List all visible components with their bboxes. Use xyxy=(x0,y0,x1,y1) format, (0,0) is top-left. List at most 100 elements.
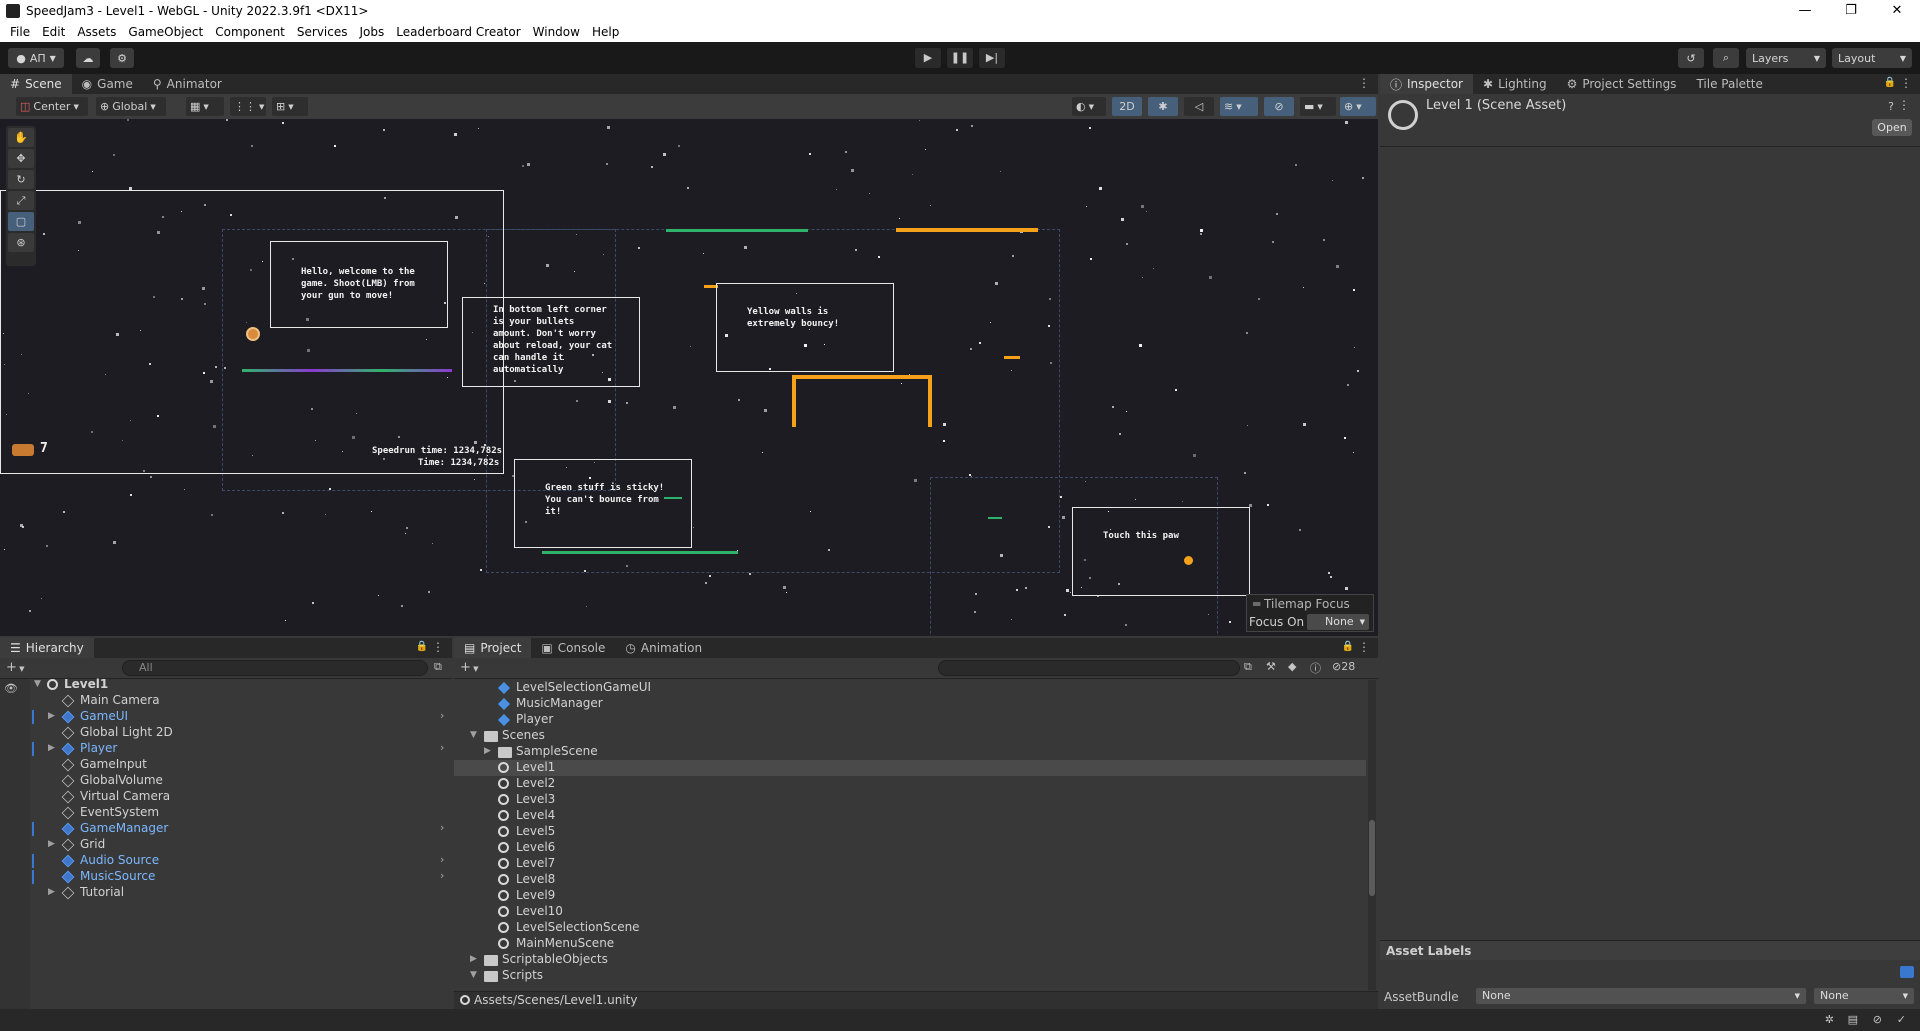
tab-tile-palette[interactable]: Tile Palette xyxy=(1686,74,1772,94)
menu-file[interactable]: File xyxy=(10,25,31,39)
hierarchy-item[interactable]: Virtual Camera xyxy=(0,789,450,805)
hierarchy-search-input[interactable]: All xyxy=(122,660,428,676)
tab-animation[interactable]: ◷Animation xyxy=(615,638,712,658)
open-button[interactable]: Open xyxy=(1872,119,1912,136)
cloud-button[interactable]: ☁ xyxy=(76,48,100,68)
hierarchy-item[interactable]: Main Camera xyxy=(0,693,450,709)
lock-icon[interactable]: 🔒 xyxy=(1341,641,1354,652)
layout-dropdown[interactable]: Layout ▼ xyxy=(1832,48,1912,68)
grid-snap-button[interactable]: ▦▼ xyxy=(186,97,224,116)
assetbundle-dropdown[interactable]: None ▼ xyxy=(1476,988,1806,1004)
warning-icon[interactable]: ⓘ xyxy=(1310,662,1321,675)
step-button[interactable]: ▶| xyxy=(979,48,1005,68)
history-button[interactable]: ↺ xyxy=(1678,48,1704,68)
project-item[interactable]: LevelSelectionScene xyxy=(454,920,1366,936)
eye-icon[interactable]: 👁 xyxy=(4,682,18,695)
pause-button[interactable]: ❚❚ xyxy=(947,48,973,68)
scale-tool[interactable]: ⤢ xyxy=(8,191,34,210)
scrollbar-thumb[interactable] xyxy=(1369,820,1375,896)
menu-component[interactable]: Component xyxy=(215,25,285,39)
audio-toggle[interactable]: ◁ xyxy=(1184,97,1214,116)
rect-tool[interactable]: ▢ xyxy=(8,212,34,231)
menu-gameobject[interactable]: GameObject xyxy=(128,25,204,39)
tab-lighting[interactable]: ✱Lighting xyxy=(1473,74,1557,94)
chevron-right-icon[interactable]: › xyxy=(440,853,445,866)
hierarchy-item[interactable]: ▶›GameUI xyxy=(0,709,450,725)
bug-icon[interactable]: ✲ xyxy=(1824,1013,1834,1026)
project-item[interactable]: MainMenuScene xyxy=(454,936,1366,952)
project-item[interactable]: Level7 xyxy=(454,856,1366,872)
more-options-icon[interactable]: ⋮ xyxy=(1358,76,1370,90)
move-tool[interactable]: ✥ xyxy=(8,149,34,168)
hierarchy-item[interactable]: ›GameManager xyxy=(0,821,450,837)
label-tag-icon[interactable] xyxy=(1900,966,1914,978)
tab-animator[interactable]: ⚲Animator xyxy=(143,74,232,94)
play-button[interactable]: ▶ xyxy=(915,48,941,68)
space-dropdown[interactable]: ⊕Global▼ xyxy=(96,97,166,116)
hierarchy-item[interactable]: ▶Grid xyxy=(0,837,450,853)
expand-arrow-icon[interactable]: ▶ xyxy=(48,743,55,753)
search-button[interactable]: ⌕ xyxy=(1713,48,1739,68)
grid-visibility-button[interactable]: ⋮⋮▼ xyxy=(230,97,266,116)
project-item[interactable]: Level9 xyxy=(454,888,1366,904)
lock-icon[interactable]: 🔒 xyxy=(1883,77,1896,88)
expand-arrow-icon[interactable]: ▼ xyxy=(470,970,477,980)
effects-toggle[interactable]: ≋▼ xyxy=(1220,97,1258,116)
expand-arrow-icon[interactable]: ▶ xyxy=(48,711,55,721)
increment-snap-button[interactable]: ⊞▼ xyxy=(272,97,308,116)
chevron-right-icon[interactable]: › xyxy=(440,741,445,754)
tab-console[interactable]: ▣Console xyxy=(531,638,615,658)
collab-button[interactable]: ⚙ xyxy=(110,48,134,68)
label-filter-icon[interactable]: ◆ xyxy=(1288,660,1297,673)
hierarchy-item[interactable]: ▶›Player xyxy=(0,741,450,757)
gizmos-button[interactable]: ⊕▼ xyxy=(1340,97,1376,116)
menu-window[interactable]: Window xyxy=(532,25,580,39)
tab-project-settings[interactable]: ⚙Project Settings xyxy=(1557,74,1687,94)
tab-game[interactable]: ◉Game xyxy=(72,74,143,94)
expand-arrow-icon[interactable]: ▶ xyxy=(470,954,477,964)
expand-arrow-icon[interactable]: ▶ xyxy=(48,887,55,897)
hierarchy-item[interactable]: ›Audio Source xyxy=(0,853,450,869)
hierarchy-item[interactable]: GameInput xyxy=(0,757,450,773)
assetbundle-variant-dropdown[interactable]: None ▼ xyxy=(1814,988,1914,1004)
check-icon[interactable]: ✓ xyxy=(1896,1013,1906,1026)
tab-project[interactable]: ▤Project xyxy=(454,638,532,658)
lighting-toggle[interactable]: ✱ xyxy=(1148,97,1178,116)
close-button[interactable]: ✕ xyxy=(1891,3,1903,18)
hierarchy-item[interactable]: EventSystem xyxy=(0,805,450,821)
lock-icon[interactable]: 🔒 xyxy=(415,641,428,652)
mode-2d-toggle[interactable]: 2D xyxy=(1112,97,1142,116)
project-search-input[interactable] xyxy=(938,660,1240,676)
chevron-right-icon[interactable]: › xyxy=(440,869,445,882)
filter-icon[interactable]: ⚒ xyxy=(1266,660,1276,673)
hierarchy-item[interactable]: GlobalVolume xyxy=(0,773,450,789)
camera-settings-button[interactable]: ▬▼ xyxy=(1300,97,1336,116)
rotate-tool[interactable]: ↻ xyxy=(8,170,34,189)
minimize-button[interactable]: — xyxy=(1798,3,1812,18)
project-item[interactable]: LevelSelectionGameUI xyxy=(454,680,1366,696)
help-icon[interactable]: ? xyxy=(1888,100,1894,113)
expand-arrow-icon[interactable]: ▶ xyxy=(484,746,491,756)
menu-assets[interactable]: Assets xyxy=(77,25,117,39)
tab-hierarchy[interactable]: ☰Hierarchy xyxy=(0,638,94,658)
project-item[interactable]: Level10 xyxy=(454,904,1366,920)
network-off-icon[interactable]: ⊘ xyxy=(1872,1013,1882,1026)
more-options-icon[interactable]: ⋮ xyxy=(432,640,444,654)
search-by-type-icon[interactable]: ⧉ xyxy=(1244,660,1252,673)
search-filter-icon[interactable]: ⧉ xyxy=(434,660,442,673)
project-item[interactable]: ▶SampleScene xyxy=(454,744,1366,760)
scrollbar-track[interactable] xyxy=(1368,680,1376,990)
menu-edit[interactable]: Edit xyxy=(42,25,66,39)
transform-tool[interactable]: ⊛ xyxy=(8,233,34,252)
project-item[interactable]: ▼Scripts xyxy=(454,968,1366,984)
menu-help[interactable]: Help xyxy=(591,25,620,39)
project-item[interactable]: Level3 xyxy=(454,792,1366,808)
shading-mode-button[interactable]: ◐▼ xyxy=(1072,97,1106,116)
more-options-icon[interactable]: ⋮ xyxy=(1898,98,1910,112)
project-item[interactable]: Level8 xyxy=(454,872,1366,888)
menu-services[interactable]: Services xyxy=(296,25,348,39)
hierarchy-item[interactable]: ›MusicSource xyxy=(0,869,450,885)
project-item[interactable]: Level4 xyxy=(454,808,1366,824)
project-item[interactable]: Level2 xyxy=(454,776,1366,792)
